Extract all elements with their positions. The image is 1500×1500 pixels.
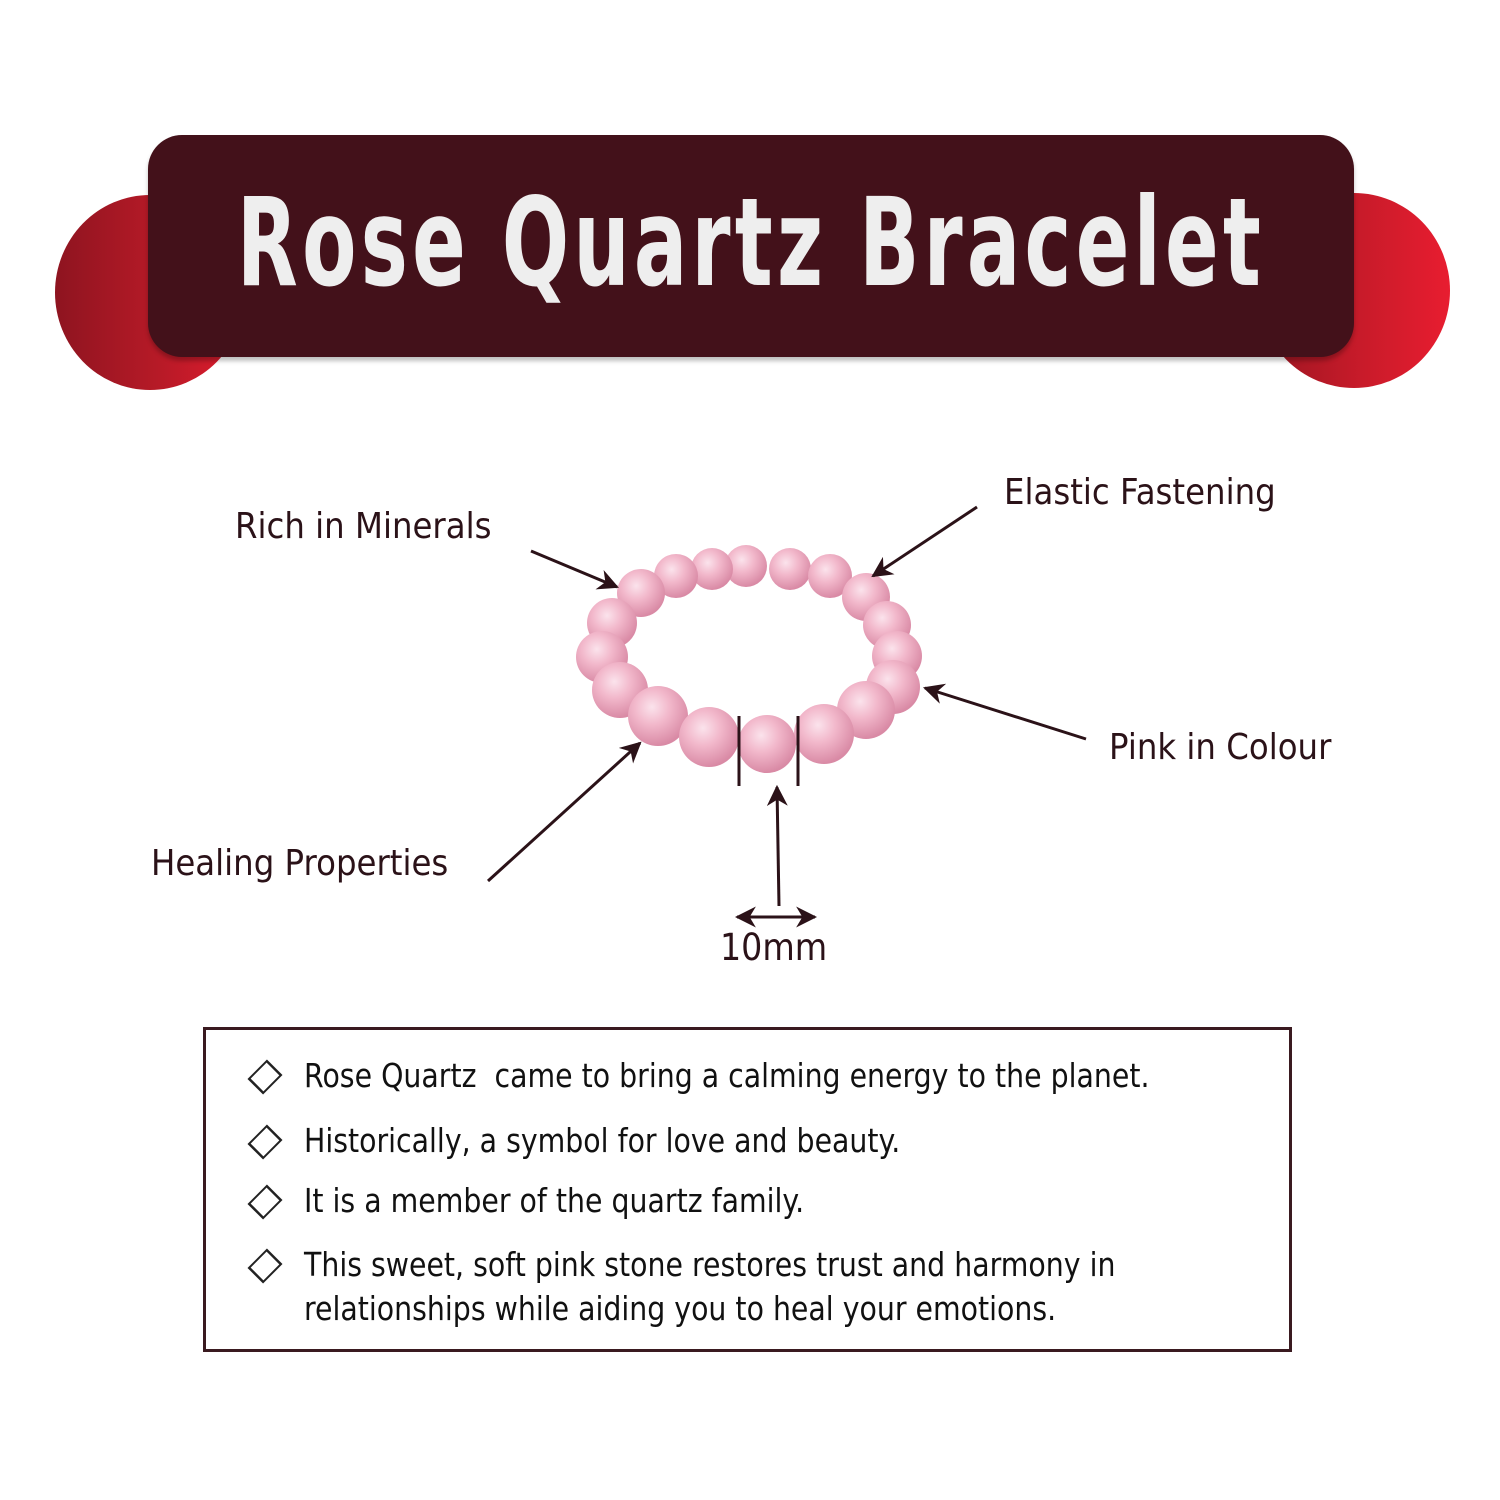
callout-rich-in-minerals: Rich in Minerals [235, 506, 492, 547]
callout-elastic-fastening: Elastic Fastening [1004, 472, 1276, 513]
bracelet-beads [576, 545, 922, 773]
info-item: Rose Quartz came to bring a calming ener… [246, 1054, 1287, 1098]
info-item: This sweet, soft pink stone restores tru… [246, 1243, 1248, 1331]
arrow-measurement [766, 784, 788, 907]
page-title: Rose Quartz Bracelet [236, 172, 1266, 314]
diamond-bullet-icon [247, 1059, 283, 1095]
bracelet-diagram [486, 505, 1087, 928]
arrow-rich-in-minerals [530, 549, 619, 590]
arrow-healing-properties [486, 741, 642, 883]
info-item: Historically, a symbol for love and beau… [246, 1119, 997, 1163]
arrow-elastic-fastening [871, 505, 978, 578]
title-banner: Rose Quartz Bracelet [148, 135, 1354, 357]
diamond-bullet-icon [247, 1248, 283, 1284]
info-item: It is a member of the quartz family. [246, 1179, 886, 1223]
diamond-bullet-icon [247, 1184, 283, 1220]
arrow-pink-in-colour [922, 683, 1087, 741]
diamond-bullet-icon [247, 1124, 283, 1160]
callout-healing-properties: Healing Properties [151, 843, 449, 884]
measurement-label: 10mm [720, 926, 828, 969]
callout-pink-in-colour: Pink in Colour [1109, 727, 1332, 768]
info-box: Rose Quartz came to bring a calming ener… [203, 1027, 1292, 1352]
